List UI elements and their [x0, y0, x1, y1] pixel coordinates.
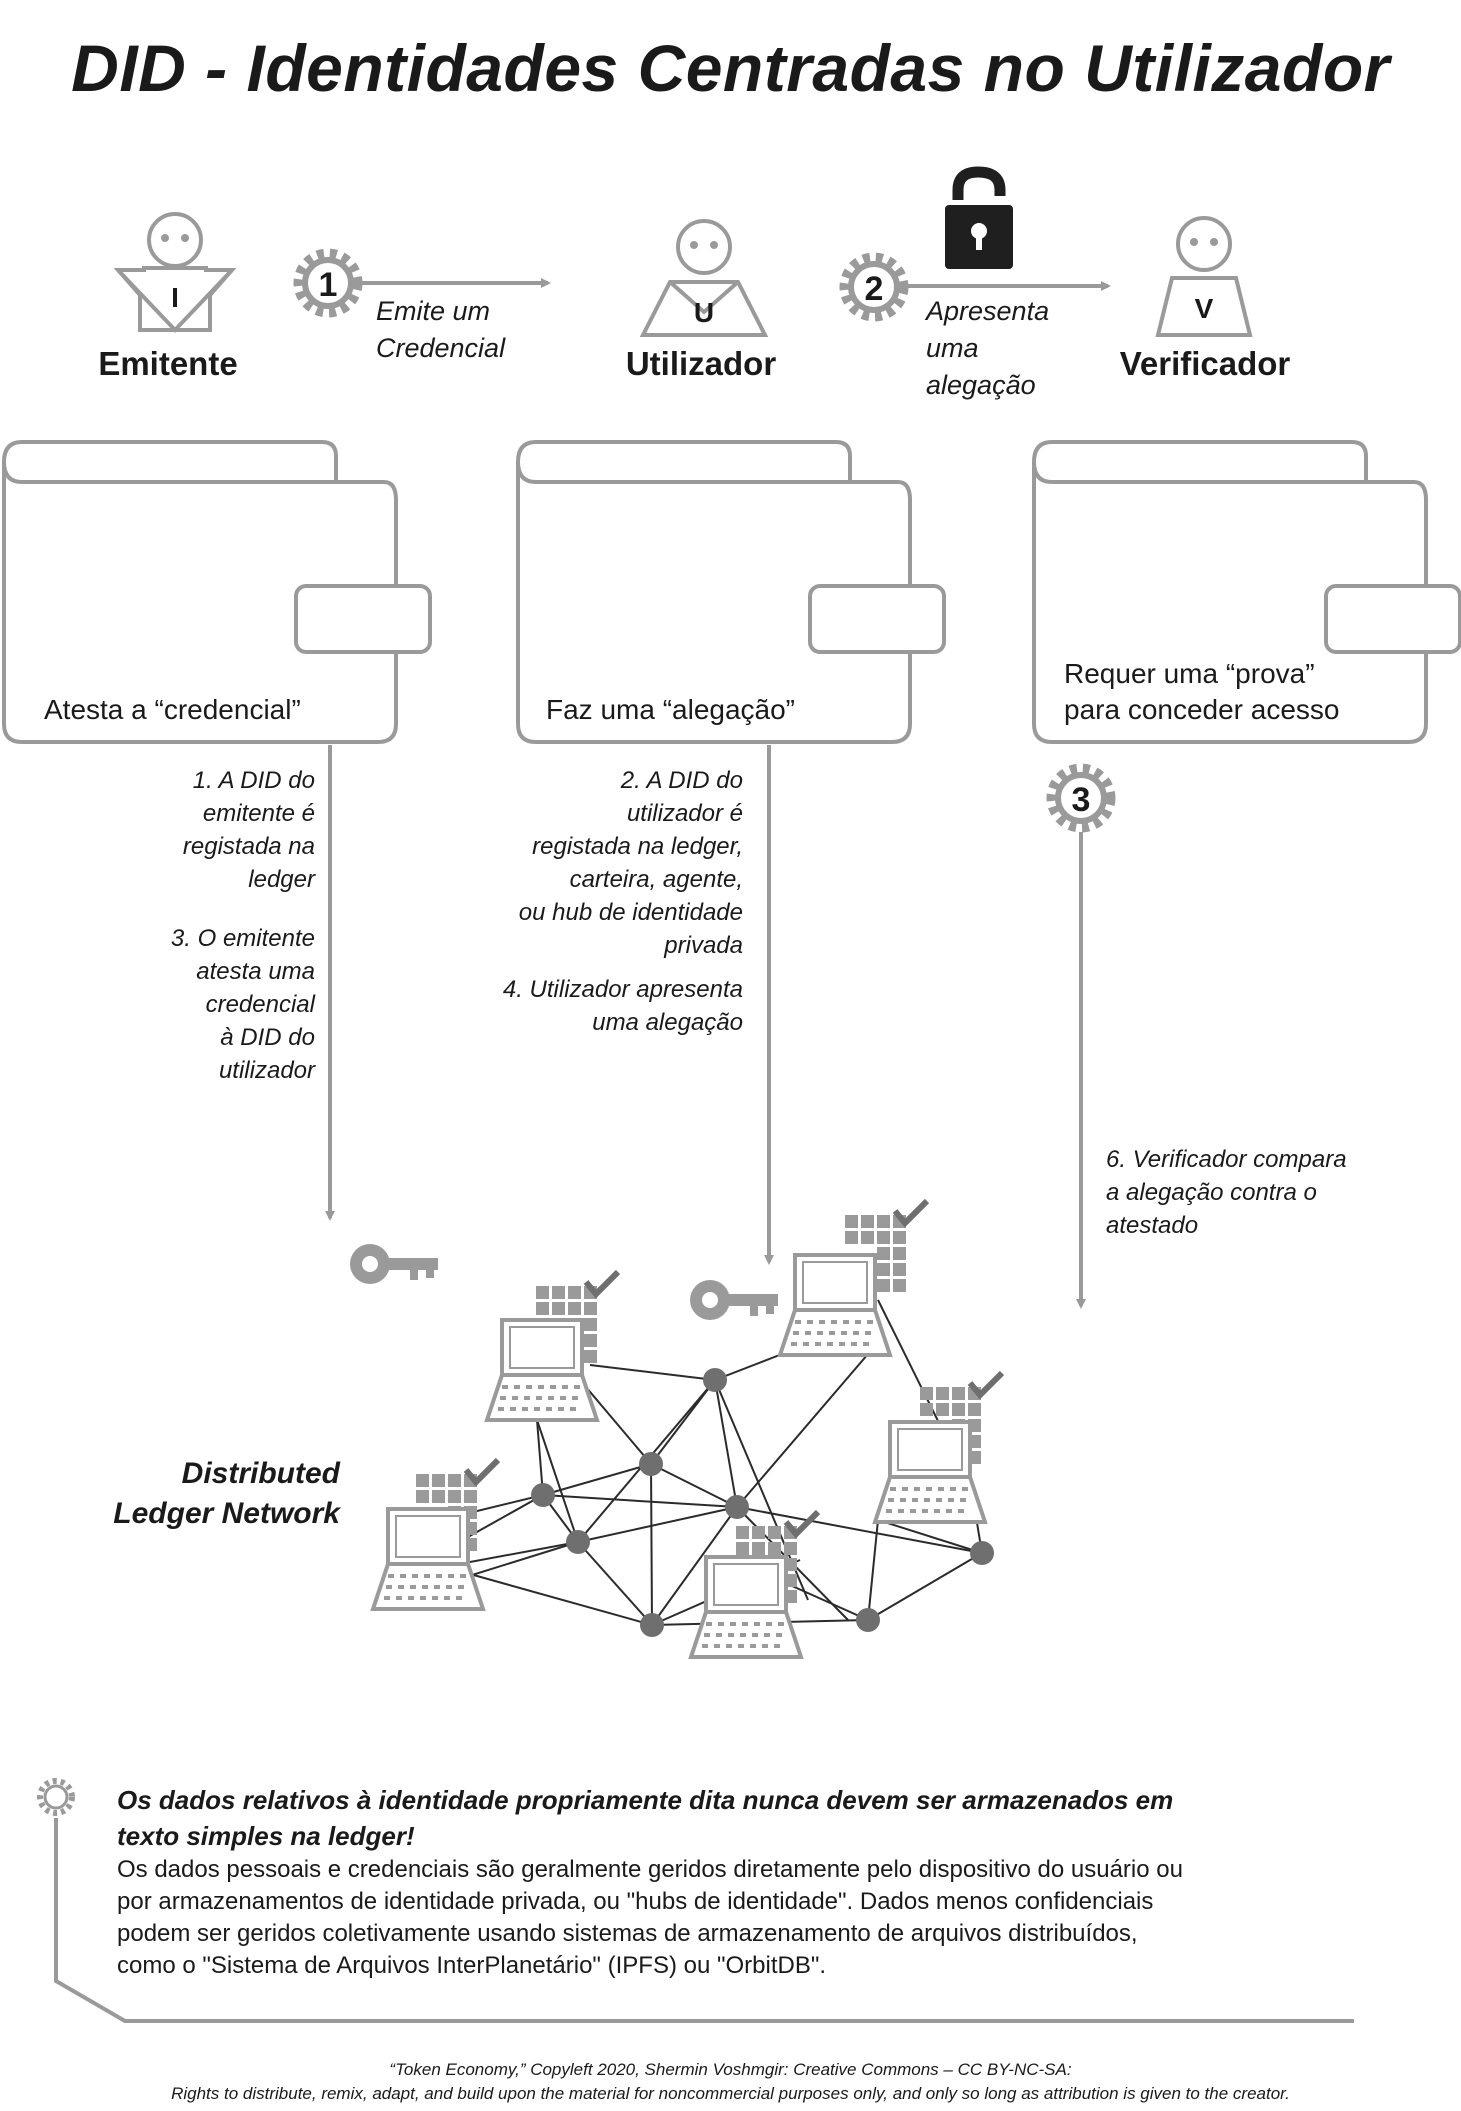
step2-text-line: uma [926, 333, 979, 363]
note-3: 3. O emitente atesta uma credencial à DI… [100, 922, 315, 1087]
note-line: ou hub de identidade [518, 899, 743, 926]
note-1: 1. A DID do emitente é registada na ledg… [100, 764, 315, 896]
note-line: 1. A DID do [192, 767, 315, 794]
step1-text-line: Emite um [376, 296, 491, 326]
step3-number: 3 [1072, 781, 1091, 819]
note-line: carteira, agente, [569, 866, 743, 893]
callout-heading: Os dados relativos à identidade propriam… [117, 1782, 1357, 1854]
issuer-role-label: Emitente [98, 345, 238, 382]
note-line: registada na ledger, [532, 833, 743, 860]
network-node-4-icon [371, 1460, 498, 1611]
note-line: emitente é [202, 800, 315, 827]
note-line: credencial [205, 991, 315, 1018]
user-badge: U [694, 297, 714, 328]
verifier-wallet-text: Requer uma “prova” para conceder acesso [1064, 656, 1340, 728]
note-6: 6. Verificador compara a alegação contra… [1106, 1143, 1426, 1242]
note-line: registada na [182, 833, 315, 860]
network-label-line: Ledger Network [113, 1497, 340, 1530]
callout-gear-icon [37, 1778, 75, 1816]
note-line: a alegação contra o [1106, 1179, 1317, 1206]
user-person-icon [639, 219, 769, 337]
user-key-icon [690, 1280, 778, 1320]
network-node-5-icon [689, 1512, 818, 1659]
network-label: Distributed Ledger Network [60, 1454, 340, 1534]
note-line: uma alegação [592, 1009, 743, 1036]
credit-line-2: Rights to distribute, remix, adapt, and … [171, 2084, 1290, 2103]
step1-text: Emite um Credencial [376, 293, 505, 367]
callout-body-line: Os dados pessoais e credenciais são gera… [117, 1856, 1183, 1883]
note-line: utilizador é [626, 800, 743, 827]
note-line: 6. Verificador compara [1106, 1146, 1347, 1173]
network-label-line: Distributed [181, 1457, 340, 1490]
callout-body-line: como o "Sistema de Arquivos InterPlanetá… [117, 1952, 827, 1979]
note-line: à DID do [220, 1024, 315, 1051]
network-node-2-icon [778, 1201, 927, 1357]
step1-number: 1 [319, 266, 338, 304]
step2-text: Apresenta uma alegação [926, 293, 1049, 404]
issuer-wallet-text: Atesta a “credencial” [44, 694, 301, 725]
network-node-3-icon [873, 1373, 1002, 1524]
step2-text-line: alegação [926, 370, 1036, 400]
step2-text-line: Apresenta [926, 296, 1050, 326]
note-line: 4. Utilizador apresenta [502, 976, 743, 1003]
verifier-person-icon [1155, 216, 1253, 337]
issuer-person-icon [113, 212, 237, 333]
callout-heading-line: Os dados relativos à identidade propriam… [117, 1785, 1174, 1815]
verifier-badge: V [1195, 293, 1214, 324]
note-line: utilizador [218, 1057, 315, 1084]
credit-line-1: “Token Economy,” Copyleft 2020, Shermin … [389, 2060, 1072, 2079]
step1-text-line: Credencial [376, 333, 506, 363]
note-line: privada [664, 932, 743, 959]
callout-body-line: podem ser geridos coletivamente usando s… [117, 1920, 1138, 1947]
verifier-role-label: Verificador [1119, 345, 1291, 382]
callout-body-line: por armazenamentos de identidade privada… [117, 1888, 1154, 1915]
network-dots [531, 1368, 994, 1637]
user-wallet-text: Faz uma “alegação” [546, 694, 796, 725]
padlock-open-icon [945, 166, 1013, 269]
note-4: 4. Utilizador apresenta uma alegação [420, 973, 743, 1039]
step2-number: 2 [865, 270, 884, 308]
note-line: ledger [248, 866, 315, 893]
verifier-wallet-text-line: para conceder acesso [1064, 694, 1340, 725]
user-role-label: Utilizador [625, 345, 777, 382]
page-title: DID - Identidades Centradas no Utilizado… [71, 31, 1390, 105]
note-line: atesta uma [196, 958, 315, 985]
note-line: 3. O emitente [170, 925, 315, 952]
callout-bracket [54, 1818, 1354, 2023]
callout-box: Os dados relativos à identidade propriam… [117, 1782, 1357, 1982]
note-line: 2. A DID do [620, 767, 743, 794]
issuer-key-icon [350, 1244, 438, 1284]
callout-heading-line: texto simples na ledger! [117, 1821, 415, 1851]
verifier-wallet-text-line: Requer uma “prova” [1064, 658, 1315, 689]
network-node-1-icon [485, 1272, 618, 1422]
note-line: atestado [1106, 1212, 1199, 1239]
callout-body: Os dados pessoais e credenciais são gera… [117, 1854, 1357, 1982]
note-2: 2. A DID do utilizador é registada na le… [420, 764, 743, 962]
issuer-badge: I [171, 282, 179, 313]
